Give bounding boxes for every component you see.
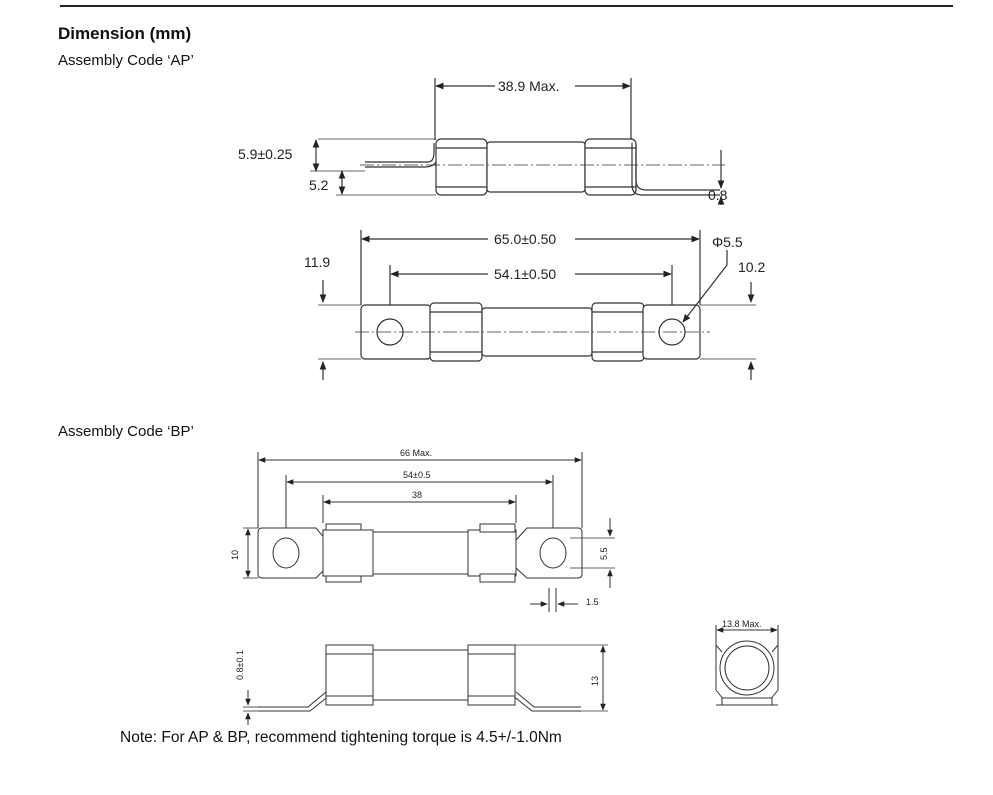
bp-terminal-width: 10 (230, 550, 240, 560)
top-rule (60, 5, 953, 7)
ap-terminal-width-left: 11.9 (304, 254, 330, 270)
torque-note: Note: For AP & BP, recommend tightening … (120, 729, 562, 746)
bp-section-label: Assembly Code ‘BP’ (58, 423, 194, 440)
page-title: Dimension (mm) (58, 24, 192, 43)
ap-overall-length: 65.0±0.50 (494, 231, 556, 247)
ap-thickness: 0.8 (708, 187, 728, 203)
bp-side-view (243, 644, 608, 725)
ap-terminal-width-right: 10.2 (738, 259, 765, 275)
ap-hole-pitch: 54.1±0.50 (494, 266, 556, 282)
bp-slot-height: 5.5 (599, 547, 609, 560)
bp-hole-pitch: 54±0.5 (403, 470, 430, 480)
bp-diameter-max: 13.8 Max. (722, 619, 762, 629)
ap-hole-diameter: Φ5.5 (712, 234, 743, 250)
bp-end-view (715, 625, 779, 706)
bp-top-view (243, 452, 615, 612)
bp-thickness: 0.8±0.1 (235, 650, 245, 680)
ap-top-view (318, 230, 756, 380)
ap-section-label: Assembly Code ‘AP’ (58, 52, 194, 69)
ap-side-view (310, 78, 725, 205)
bp-body-length: 38 (412, 490, 422, 500)
ap-max-length: 38.9 Max. (498, 78, 559, 94)
ap-body-offset: 5.2 (309, 177, 329, 193)
bp-max-length: 66 Max. (400, 448, 432, 458)
bp-gap: 1.5 (586, 597, 599, 607)
bp-height: 13 (590, 676, 600, 686)
ap-height: 5.9±0.25 (238, 146, 293, 162)
